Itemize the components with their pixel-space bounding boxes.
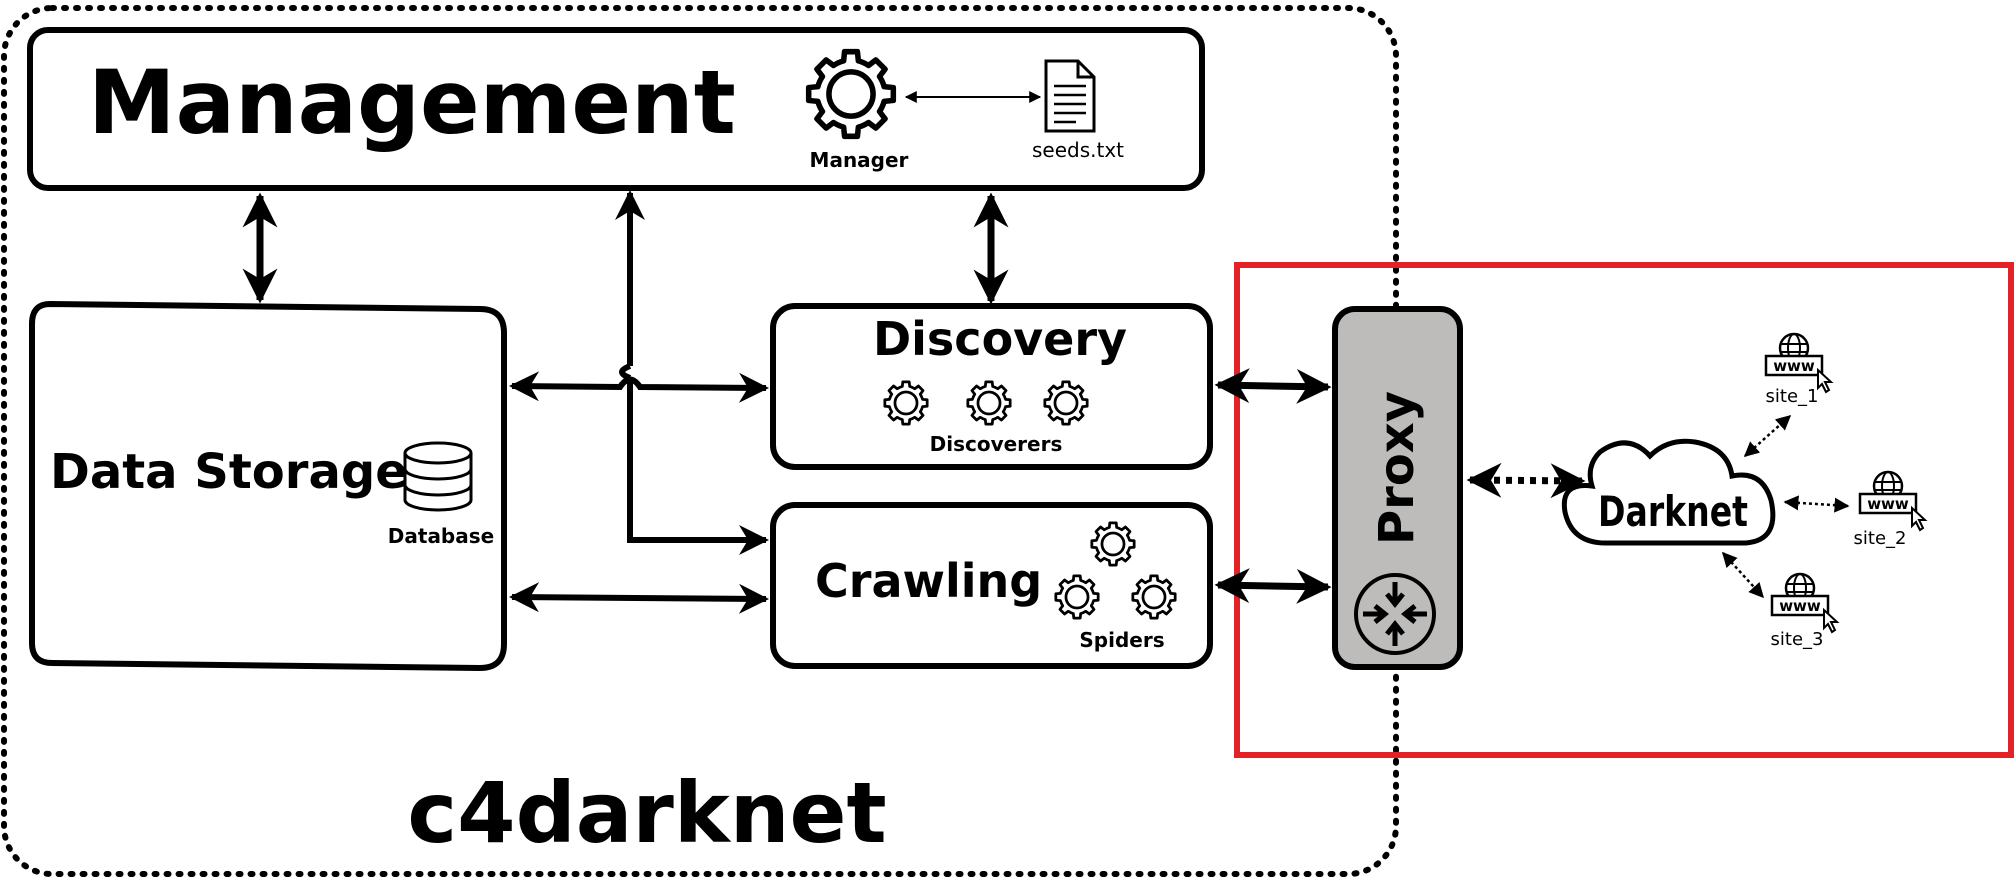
data-storage-title: Data Storage xyxy=(50,444,408,500)
darknet-site3-arrow xyxy=(1721,551,1765,599)
connectors xyxy=(242,190,1850,614)
storage-crawling-arrow xyxy=(509,582,769,614)
website-icon xyxy=(1858,470,1927,532)
darknet-site2-arrow xyxy=(1783,495,1850,513)
discovery-title: Discovery xyxy=(873,312,1127,366)
discoverer-gear-icon xyxy=(883,380,929,426)
management-module: Management Manager seeds.txt xyxy=(27,27,1205,191)
site-3-label: site_3 xyxy=(1771,629,1824,650)
discoverer-gear-icon xyxy=(1043,380,1089,426)
proxy-title: Proxy xyxy=(1369,391,1425,545)
spider-gear-icon xyxy=(1131,574,1177,620)
system-title: c4darknet xyxy=(407,764,886,862)
database-label: Database xyxy=(388,524,494,548)
manager-label: Manager xyxy=(810,148,909,172)
storage-discovery-arrow xyxy=(509,371,769,403)
spider-gear-icon xyxy=(1054,574,1100,620)
router-icon xyxy=(1354,573,1436,655)
proxy-darknet-arrow xyxy=(1466,462,1586,499)
site-1: site_1 xyxy=(1764,332,1833,407)
site-2-label: site_2 xyxy=(1854,528,1907,549)
database-icon xyxy=(403,441,473,512)
darknet-highlight-box xyxy=(1234,262,2014,758)
management-title: Management xyxy=(88,51,736,154)
discovery-module: Discovery Discoverers xyxy=(770,303,1213,470)
discoverers-label: Discoverers xyxy=(930,432,1063,456)
spiders-label: Spiders xyxy=(1079,628,1164,652)
management-crawling-arrow xyxy=(627,378,769,555)
crawling-title: Crawling xyxy=(815,554,1042,608)
site-1-label: site_1 xyxy=(1766,386,1819,407)
proxy-module: Proxy xyxy=(1332,306,1463,670)
site-3: site_3 xyxy=(1770,572,1839,650)
document-icon xyxy=(1044,59,1096,133)
manager-gear-icon xyxy=(809,52,894,137)
darknet-label: Darknet xyxy=(1598,487,1748,536)
darknet-cloud-icon: Darknet xyxy=(1561,438,1776,546)
crawling-proxy-arrow xyxy=(1214,568,1332,604)
website-icon xyxy=(1770,572,1839,634)
site-2: site_2 xyxy=(1854,470,1927,549)
seeds-file-label: seeds.txt xyxy=(1032,138,1124,162)
website-icon xyxy=(1764,332,1833,394)
data-storage-module: Data Storage Database xyxy=(29,300,507,672)
spider-gear-icon xyxy=(1090,521,1136,567)
discoverer-gear-icon xyxy=(966,380,1012,426)
crawling-module: Crawling Spiders xyxy=(770,502,1213,669)
darknet-site1-arrow xyxy=(1743,415,1792,457)
discovery-proxy-arrow xyxy=(1214,368,1332,404)
